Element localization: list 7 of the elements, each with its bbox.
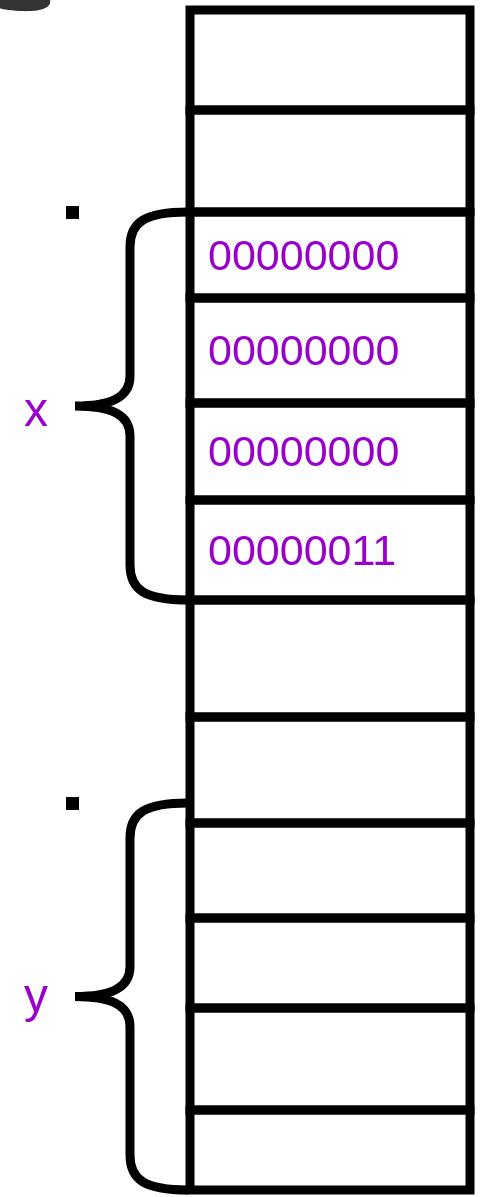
- binary-value: 00000011: [208, 528, 397, 572]
- memory-cell: [185, 1105, 475, 1195]
- variable-name: x: [24, 386, 48, 434]
- variable-name: y: [24, 972, 48, 1020]
- binary-value: 00000000: [208, 233, 400, 277]
- binary-value: 00000000: [208, 430, 400, 473]
- binary-value: 00000000: [208, 329, 400, 372]
